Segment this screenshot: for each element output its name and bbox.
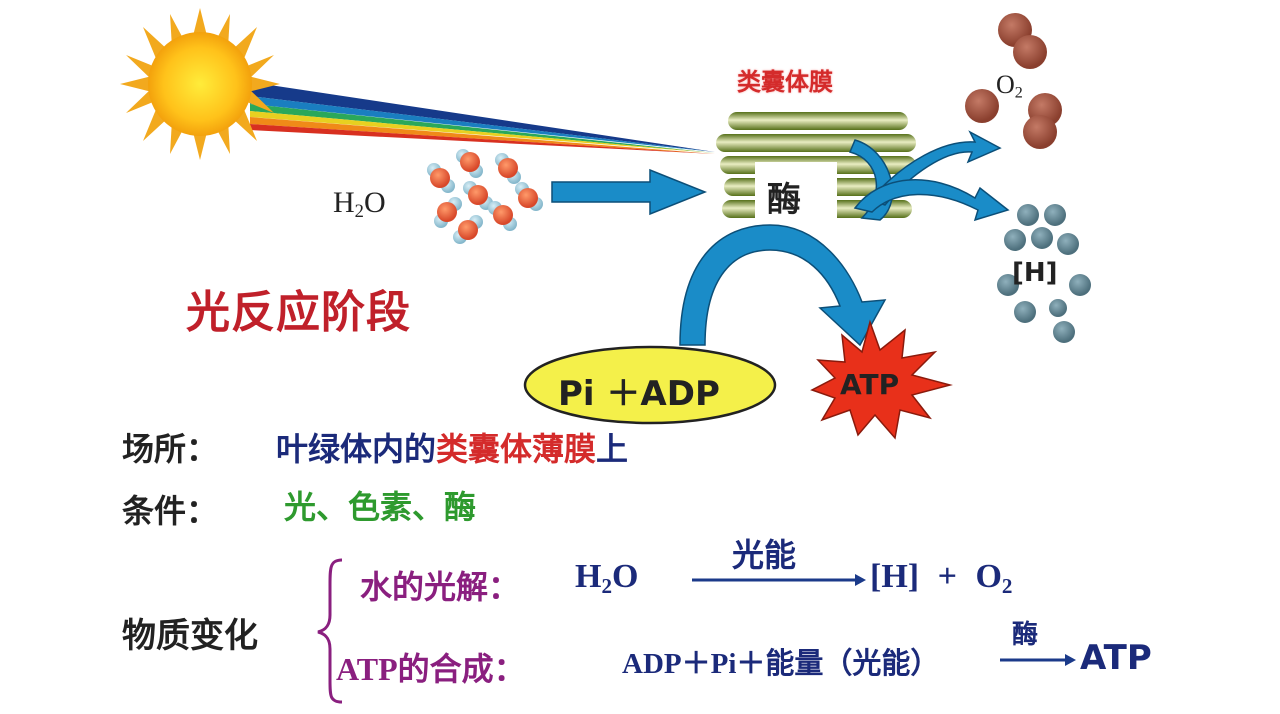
photolysis-reactant: H2O [575,558,639,598]
water-to-thylakoid-arrow [551,168,708,216]
hydrogen-label: [H] [1012,258,1058,288]
location-value-part3: 上 [596,430,629,468]
location-value: 叶绿体内的类囊体薄膜上 [276,424,628,470]
location-value-part1: 叶绿体内的 [276,430,437,468]
photolysis-product-h: [H] [870,558,920,595]
atp-product-label: ATP [840,368,900,401]
photolysis-arrow [692,574,866,586]
atp-synthesis-product: ATP [1080,638,1152,678]
reactants-label: Pi ＋ADP [558,374,720,414]
location-value-part2: 类囊体薄膜 [436,430,597,468]
atp-synthesis-name: ATP的合成： [336,651,526,687]
photolysis-plus: + [937,558,957,595]
atp-synthesis-reactants: ADP＋Pi＋能量（光能） [622,648,940,680]
diagram-title: 光反应阶段 [186,287,411,338]
enzyme-label: 酶 [767,180,801,220]
light-spectrum-rays [250,82,715,154]
water-molecules-icon [427,149,543,244]
conditions-label: 条件： [122,492,219,530]
thylakoid-membrane-label: 类囊体膜 [737,68,833,96]
atp-synthesis-arrow-label: 酶 [1012,620,1039,650]
photolysis-product-o2: O2 [975,558,1013,598]
photolysis-name: 水的光解： [360,568,521,606]
conditions-value: 光、色素、酶 [284,488,477,526]
enzyme-label-box [755,162,837,224]
photolysis-products: [H] + O2 [870,558,1012,599]
oxygen-molecules-icon [965,13,1062,149]
sun-icon [120,8,280,160]
atp-synthesis-arrow [679,224,887,347]
material-change-label: 物质变化 [122,616,258,656]
oxygen-label: O2 [996,70,1023,102]
water-label: H2O [333,186,386,223]
location-label: 场所： [122,430,219,468]
thylakoid-output-arrows [848,130,1010,222]
material-change-brace [317,558,343,704]
hydrogen-molecules-icon [997,204,1091,343]
photolysis-arrow-label: 光能 [732,536,797,574]
reactants-ellipse [523,345,777,425]
atp-starburst-icon [810,319,953,440]
atp-synthesis-reaction-arrow [1000,654,1076,666]
